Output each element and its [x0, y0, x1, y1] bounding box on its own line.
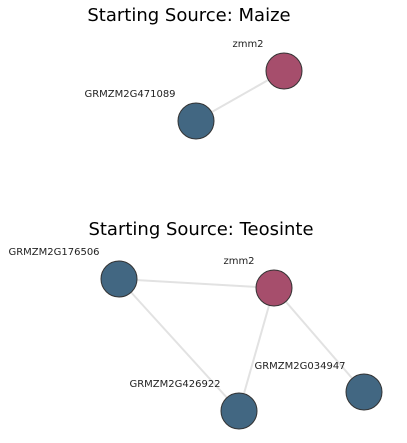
edge-zmm2-grmzm2g426922 — [238, 287, 275, 412]
node-grmzm2g471089[interactable] — [177, 102, 215, 140]
maize-network-title: Starting Source: Maize — [87, 5, 290, 26]
node-grmzm2g176506[interactable] — [100, 260, 138, 298]
node-grmzm2g426922[interactable] — [220, 392, 258, 430]
node-label-grmzm2g471089: GRMZM2G471089 — [84, 89, 175, 100]
node-label-grmzm2g034947: GRMZM2G034947 — [254, 361, 345, 372]
teosinte-network: Starting Source: Teosinte GRMZM2G176506 z… — [8, 219, 383, 430]
edge-zmm2-grmzm2g034947_node — [273, 287, 365, 393]
node-zmm2[interactable] — [255, 269, 293, 307]
node-zmm2[interactable] — [265, 52, 303, 90]
teosinte-nodes: GRMZM2G176506 zmm2GRMZM2G034947GRMZM2G426… — [8, 247, 383, 430]
node-label-grmzm2g426922: GRMZM2G426922 — [129, 379, 220, 390]
node-label-zmm2: zmm2 — [223, 256, 254, 267]
node-grmzm2g034947_node[interactable] — [345, 373, 383, 411]
teosinte-edges — [118, 278, 365, 412]
teosinte-network-title: Starting Source: Teosinte — [88, 219, 313, 240]
edge-grmzm2g176506-zmm2 — [118, 278, 275, 289]
edge-grmzm2g176506-grmzm2g426922 — [118, 278, 240, 412]
node-label-zmm2: zmm2 — [232, 39, 263, 50]
node-label-grmzm2g176506: GRMZM2G176506 — [8, 247, 99, 258]
